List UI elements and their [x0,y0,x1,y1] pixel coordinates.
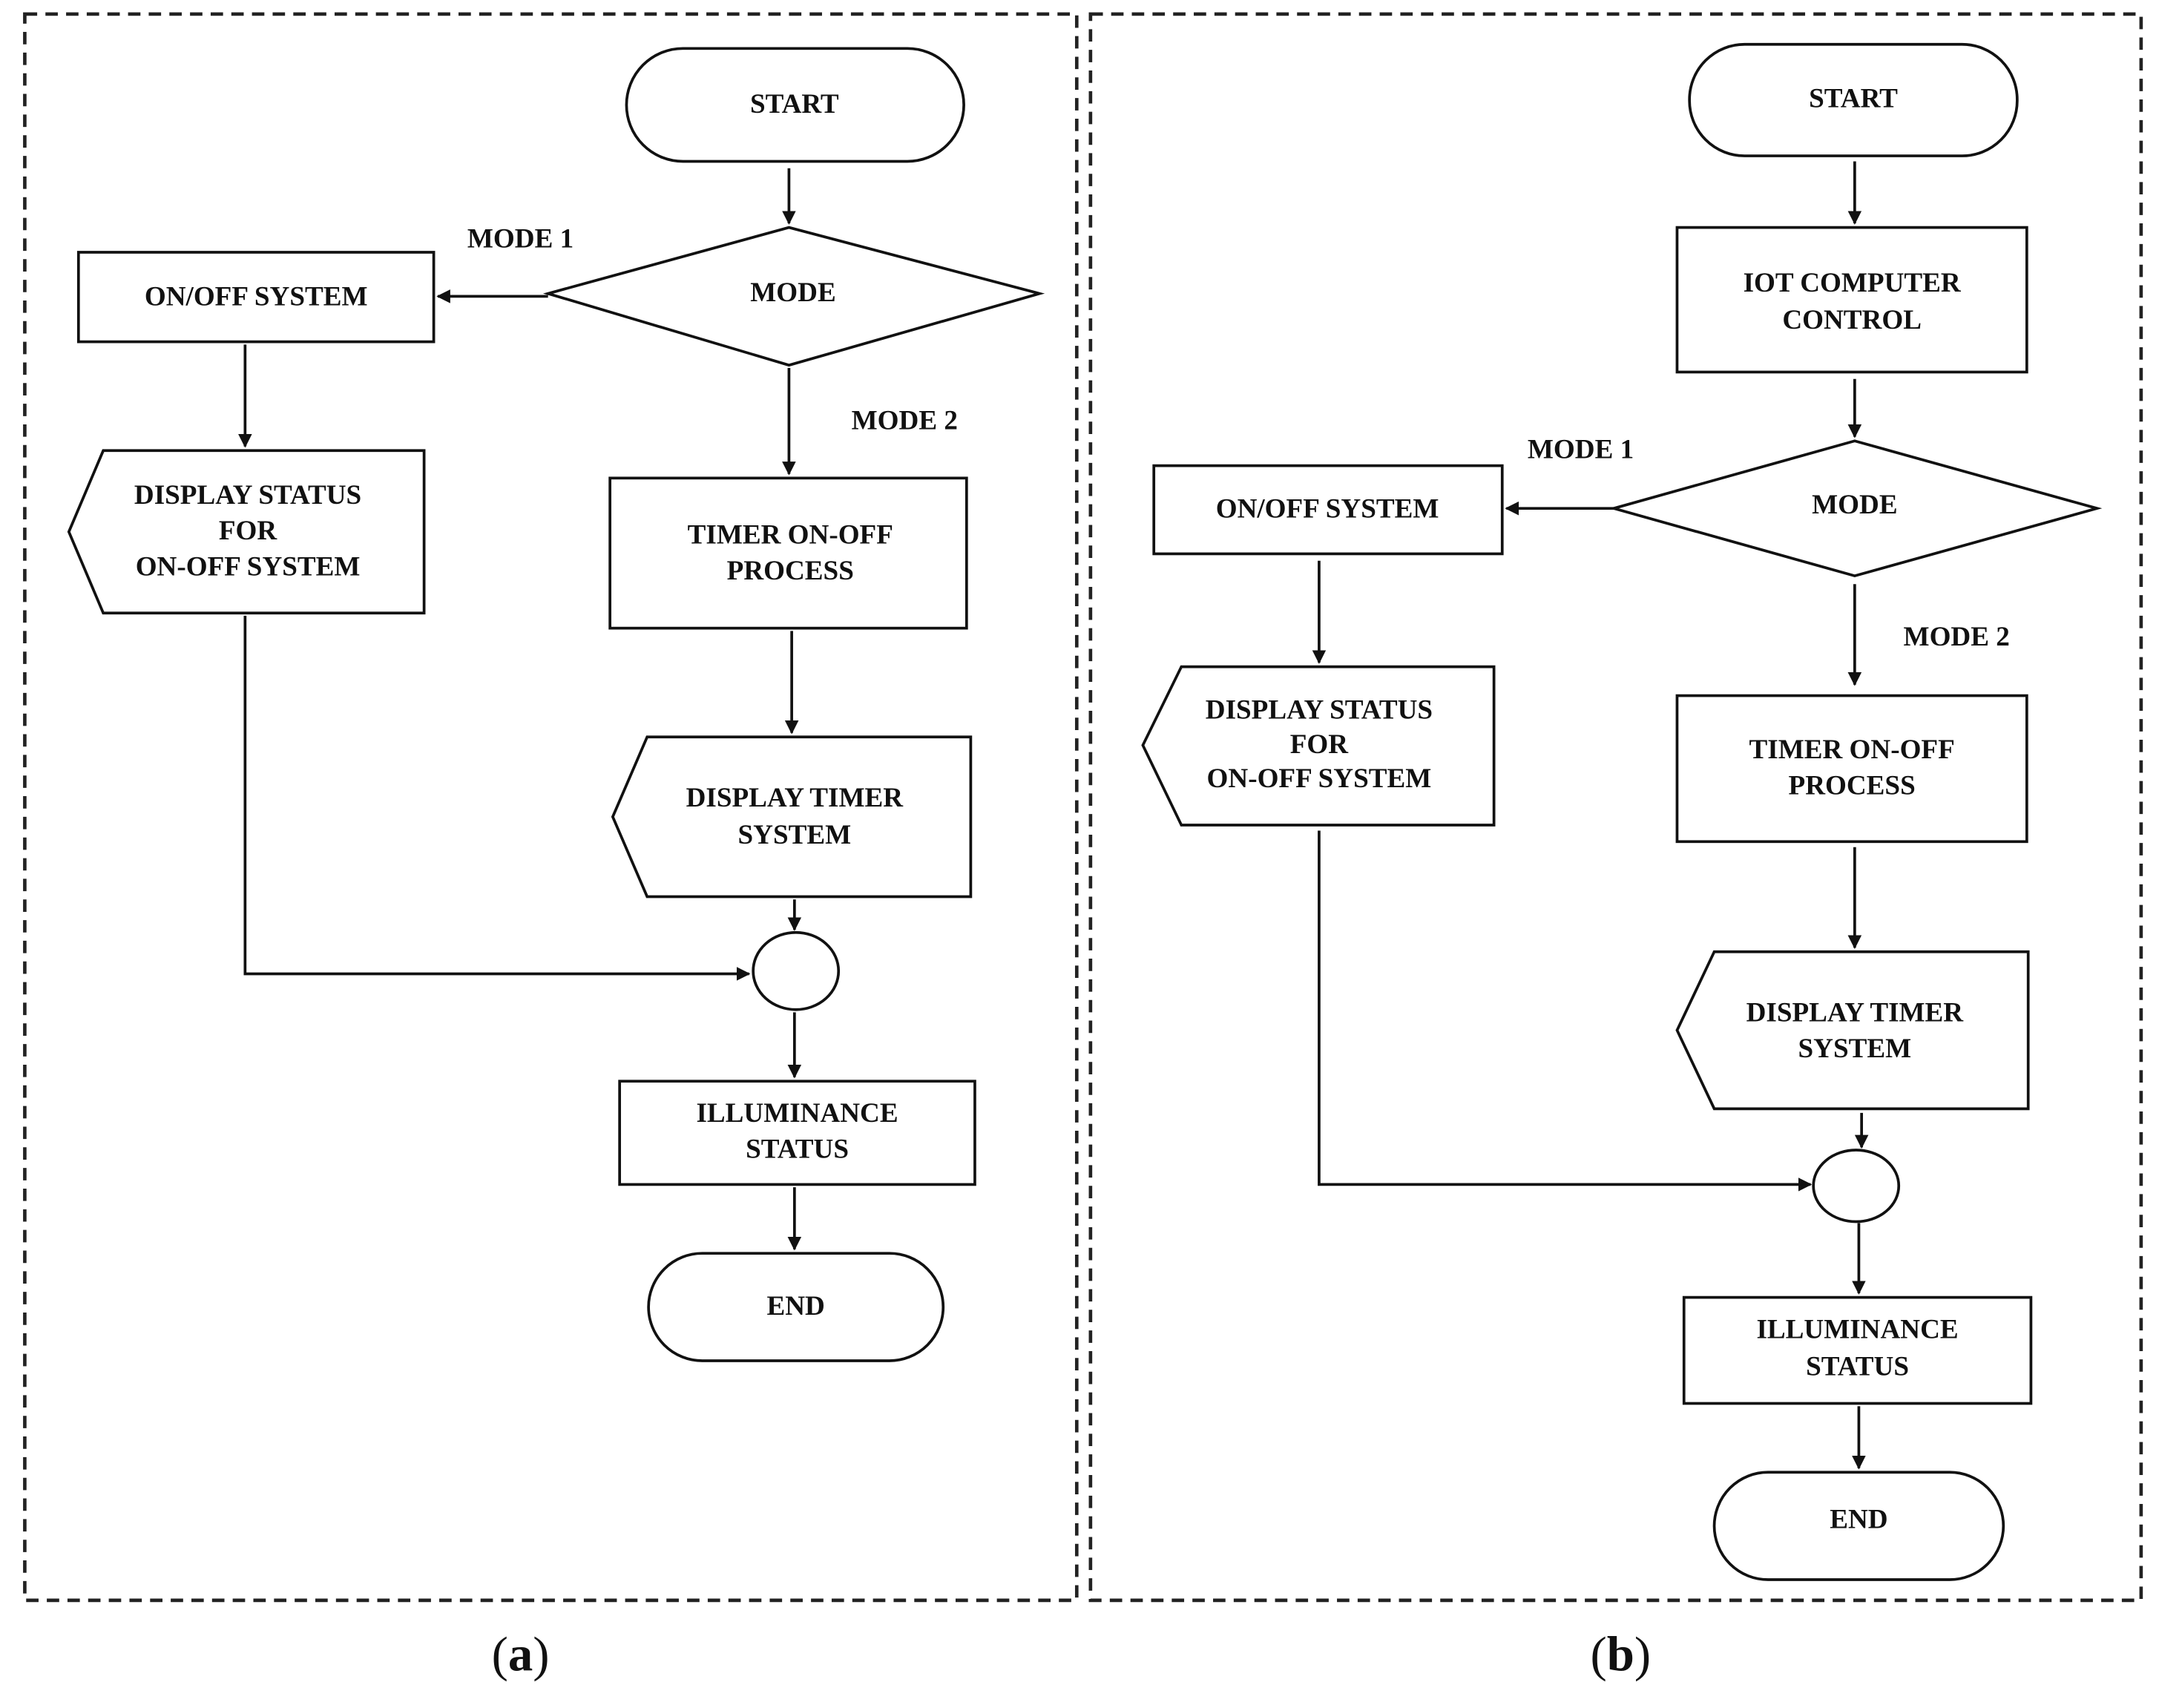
mode-decision: MODE [542,226,1045,367]
connector-circle [1812,1149,1901,1223]
timer-line: PROCESS [727,556,854,586]
start-label: START [1809,83,1898,114]
display-status-node: DISPLAY STATUS FOR ON-OFF SYSTEM [1141,665,1496,827]
end-terminator: END [647,1252,945,1362]
display-timer-line: DISPLAY TIMER [1746,998,1965,1028]
panel-b: START IOT COMPUTER CONTROL MODE MODE 1 O… [1088,12,2143,1682]
mode-label: MODE [1812,490,1897,520]
display-status-line: FOR [219,516,278,546]
arrow [1318,830,1813,1192]
display-timer-line: DISPLAY TIMER [686,783,904,813]
display-status-line: DISPLAY STATUS [134,480,361,510]
mode2-label: MODE 2 [1904,622,2010,652]
timer-process: TIMER ON-OFF PROCESS [1675,694,2028,844]
end-label: END [767,1291,825,1321]
illuminance-status: ILLUMINANCE STATUS [618,1080,976,1186]
illuminance-status: ILLUMINANCE STATUS [1682,1295,2033,1405]
illuminance-line: ILLUMINANCE [1756,1315,1958,1345]
illuminance-line: STATUS [746,1134,849,1164]
display-status-line: ON-OFF SYSTEM [136,551,361,582]
display-status-node: DISPLAY STATUS FOR ON-OFF SYSTEM [67,449,426,615]
timer-line: PROCESS [1789,770,1916,801]
timer-process: TIMER ON-OFF PROCESS [608,476,968,630]
mode-label: MODE [750,277,835,308]
iot-line: IOT COMPUTER [1744,268,1962,298]
mode2-label: MODE 2 [852,406,958,436]
onoff-label: ON/OFF SYSTEM [145,282,368,312]
display-timer-line: SYSTEM [1798,1034,1912,1064]
panel-a: START MODE MODE 1 ON/OFF SYSTEM DISPLAY … [23,12,1079,1682]
display-timer-node: DISPLAY TIMER SYSTEM [611,735,973,899]
display-status-line: FOR [1290,729,1350,760]
mode1-label: MODE 1 [467,224,574,254]
mode1-label: MODE 1 [1528,435,1634,465]
arrow [243,615,751,981]
iot-computer-control: IOT COMPUTER CONTROL [1675,226,2028,374]
caption-a: (a) [492,1627,550,1682]
display-timer-line: SYSTEM [738,820,852,850]
panel-b-border [1088,12,2143,1603]
start-terminator: START [625,47,965,163]
panel-a-border [23,12,1079,1603]
onoff-system-process: ON/OFF SYSTEM [76,251,436,344]
onoff-system-process: ON/OFF SYSTEM [1152,464,1504,556]
start-terminator: START [1688,42,2019,157]
illuminance-line: ILLUMINANCE [696,1098,898,1129]
timer-line: TIMER ON-OFF [1749,735,1955,765]
caption-b: (b) [1591,1627,1652,1682]
onoff-label: ON/OFF SYSTEM [1216,493,1439,524]
display-timer-node: DISPLAY TIMER SYSTEM [1675,950,2030,1111]
display-status-line: DISPLAY STATUS [1206,694,1433,725]
start-label: START [750,89,839,119]
timer-line: TIMER ON-OFF [688,520,893,551]
display-status-line: ON-OFF SYSTEM [1207,763,1432,794]
connector-circle [752,930,841,1011]
end-label: END [1830,1505,1887,1535]
mode-decision: MODE [1608,439,2103,578]
iot-line: CONTROL [1782,305,1922,335]
illuminance-line: STATUS [1806,1352,1909,1382]
end-terminator: END [1712,1471,2005,1581]
